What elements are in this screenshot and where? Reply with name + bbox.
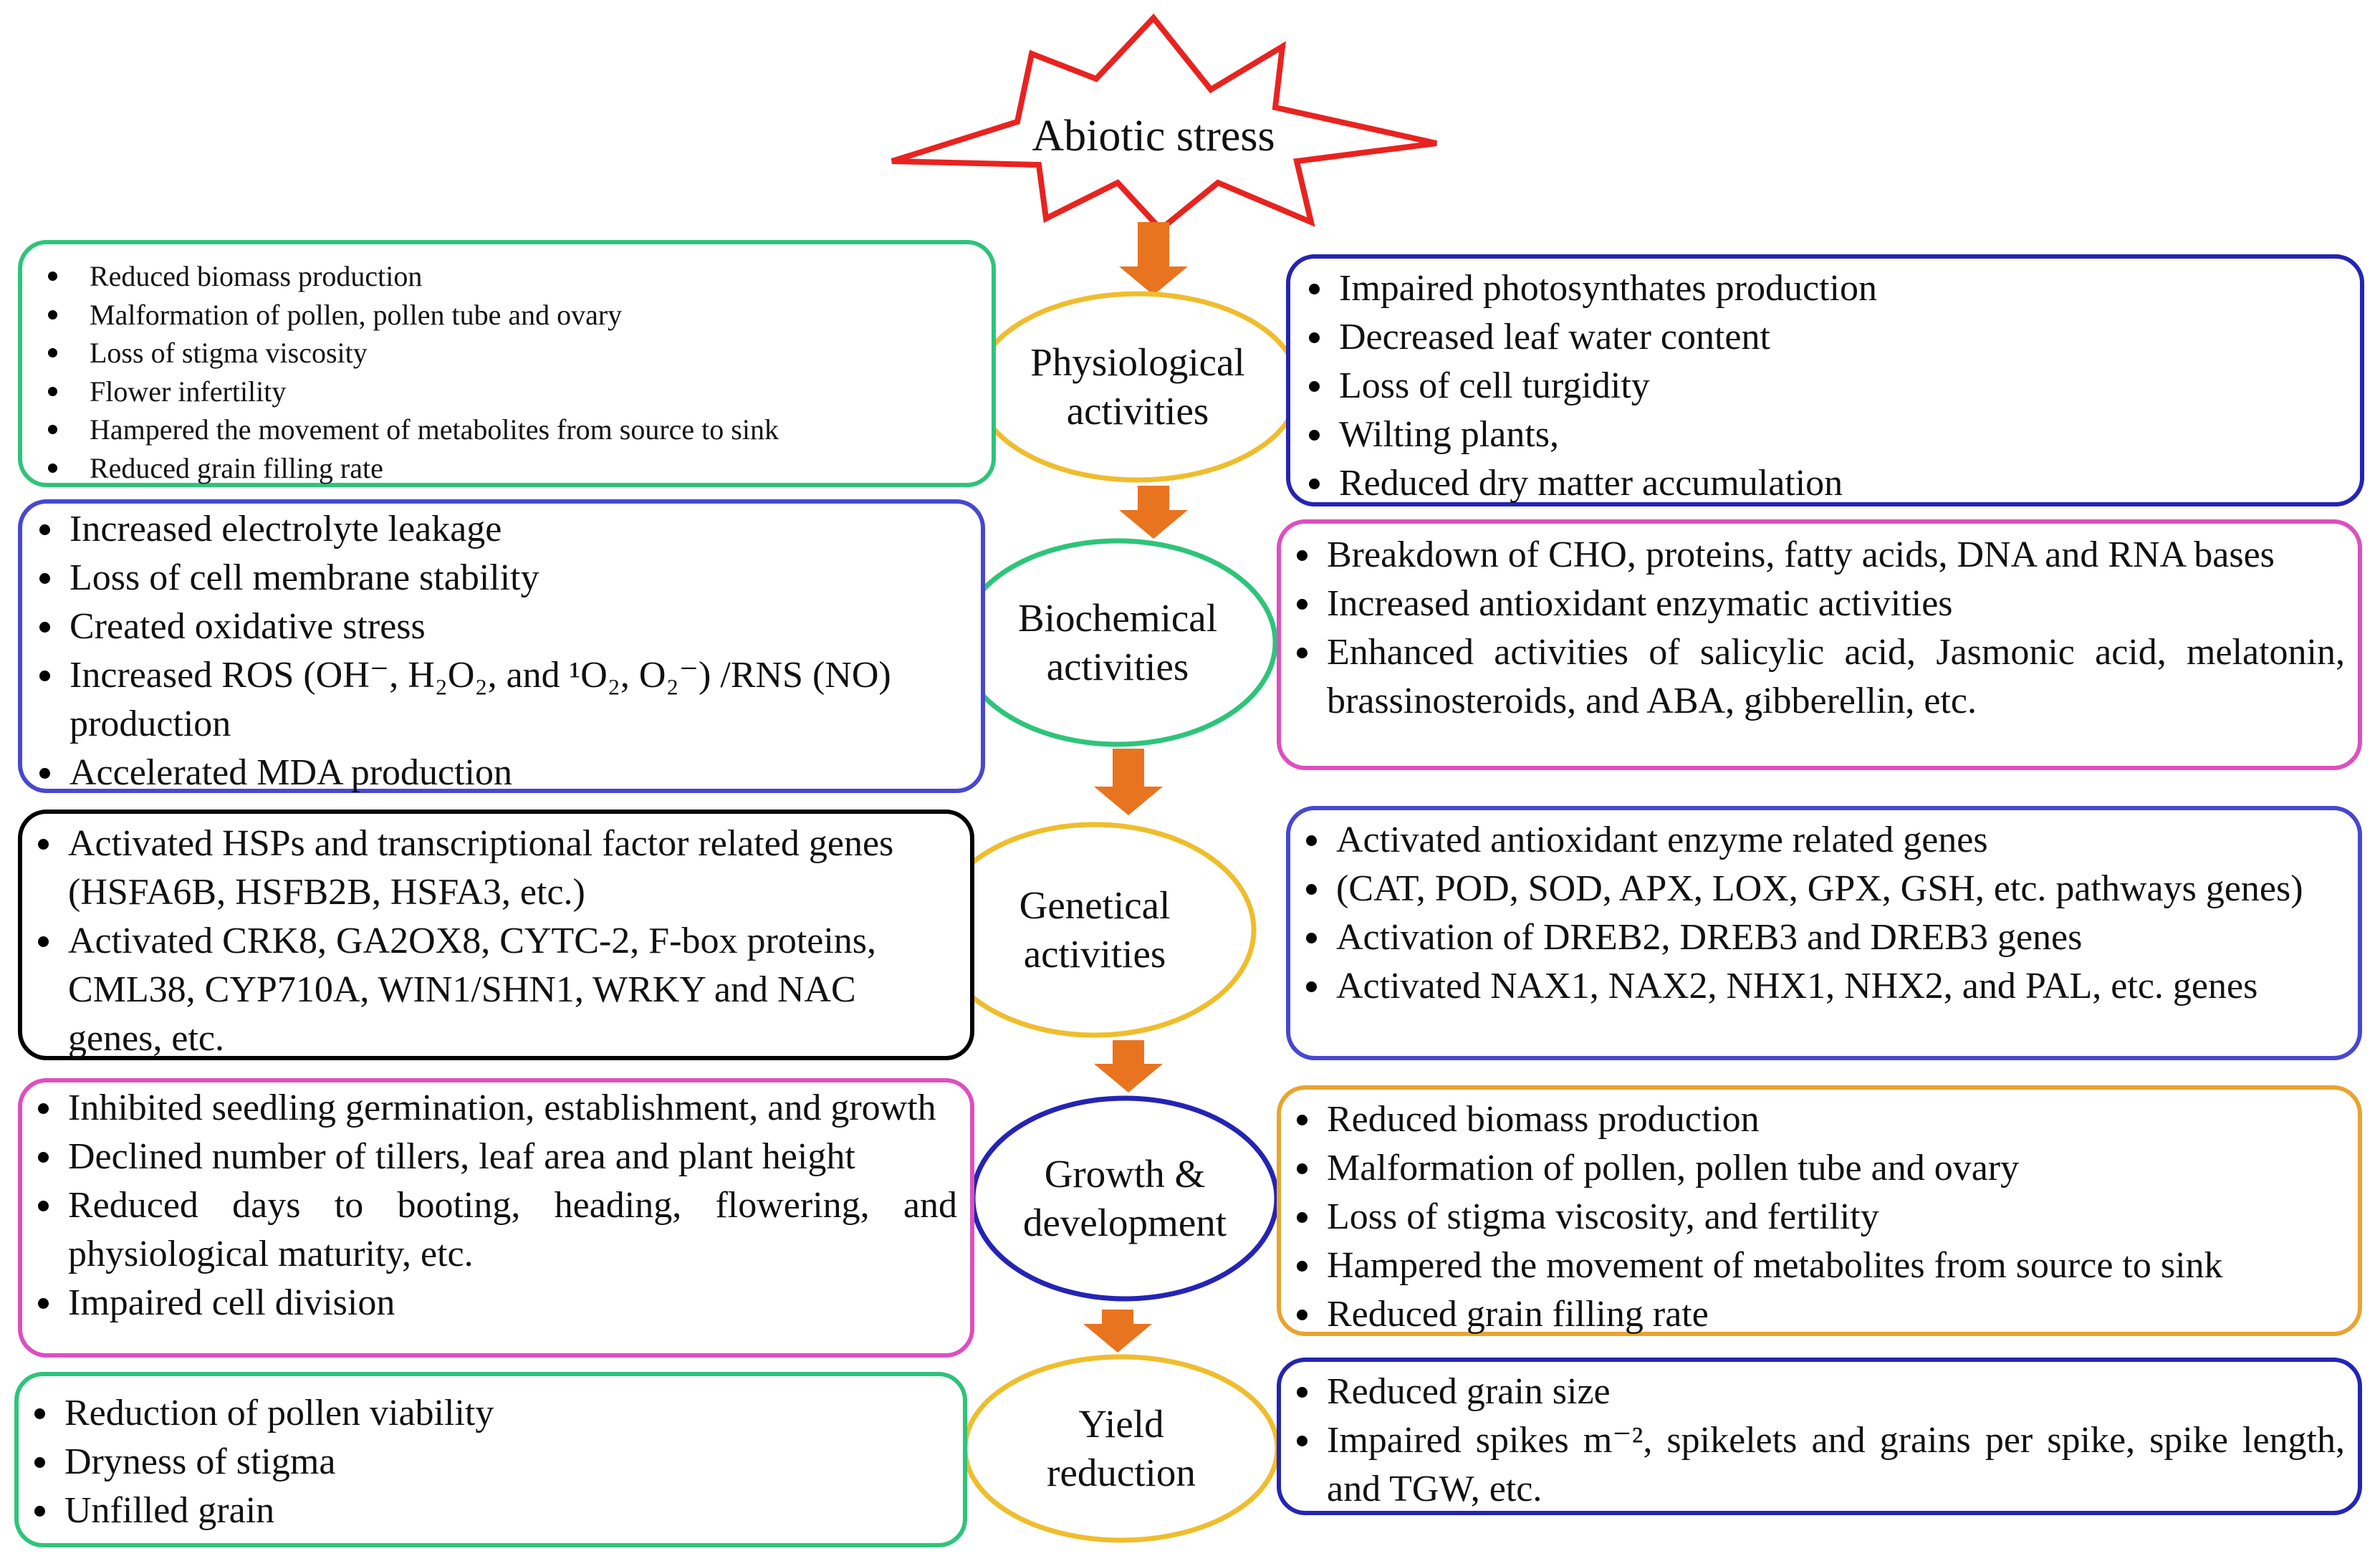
list-item: Activated antioxidant enzyme related gen… bbox=[1303, 816, 2345, 865]
list-item: Activated HSPs and transcriptional facto… bbox=[35, 820, 957, 917]
stage-label-physiological: Physiological activities bbox=[1030, 340, 1245, 433]
arrow-to-biochemical bbox=[1119, 486, 1188, 539]
list-item: Impaired spikes m⁻², spikelets and grain… bbox=[1294, 1416, 2345, 1514]
growth-left-list: Inhibited seedling germination, establis… bbox=[35, 1084, 957, 1327]
list-item: Activated CRK8, GA2OX8, CYTC-2, F-box pr… bbox=[35, 917, 957, 1063]
genetical-left-box: Activated HSPs and transcriptional facto… bbox=[18, 810, 974, 1060]
list-item: Impaired photosynthates production bbox=[1306, 264, 2346, 313]
arrow-to-yield bbox=[1083, 1310, 1152, 1353]
arrow-to-physiological bbox=[1119, 222, 1188, 295]
arrow-to-growth bbox=[1094, 1040, 1163, 1092]
growth-left-box: Inhibited seedling germination, establis… bbox=[18, 1078, 974, 1358]
list-item: Breakdown of CHO, proteins, fatty acids,… bbox=[1294, 531, 2345, 580]
genetical-left-list: Activated HSPs and transcriptional facto… bbox=[35, 820, 957, 1063]
list-item: Decreased leaf water content bbox=[1306, 313, 2346, 362]
list-item: Reduced grain filling rate bbox=[37, 449, 977, 488]
genetical-right-list: Activated antioxidant enzyme related gen… bbox=[1303, 816, 2345, 1011]
biochemical-right-list: Breakdown of CHO, proteins, fatty acids,… bbox=[1294, 531, 2345, 726]
list-item: Reduced grain size bbox=[1294, 1368, 2345, 1416]
stage-label-yield: Yield reduction bbox=[1047, 1402, 1196, 1494]
list-item: Flower infertility bbox=[37, 373, 977, 411]
genetical-right-box: Activated antioxidant enzyme related gen… bbox=[1286, 806, 2362, 1060]
biochemical-left-box: Increased electrolyte leakage Loss of ce… bbox=[18, 499, 985, 793]
list-item: Unfilled grain bbox=[32, 1486, 950, 1535]
list-item: Wilting plants, bbox=[1306, 410, 2346, 459]
list-item: Accelerated MDA production bbox=[37, 749, 966, 797]
stage-label-genetical: Genetical activities bbox=[1019, 883, 1171, 976]
list-item: Increased antioxidant enzymatic activiti… bbox=[1294, 580, 2345, 628]
list-item: Activation of DREB2, DREB3 and DREB3 gen… bbox=[1303, 913, 2345, 962]
list-item: Reduction of pollen viability bbox=[32, 1389, 950, 1438]
biochemical-right-box: Breakdown of CHO, proteins, fatty acids,… bbox=[1277, 519, 2362, 770]
list-item: Enhanced activities of salicylic acid, J… bbox=[1294, 628, 2345, 726]
list-item: Reduced dry matter accumulation bbox=[1306, 459, 2346, 508]
list-item: Impaired cell division bbox=[35, 1279, 957, 1327]
list-item: Malformation of pollen, pollen tube and … bbox=[37, 296, 977, 335]
list-item: Inhibited seedling germination, establis… bbox=[35, 1084, 957, 1133]
list-item: Declined number of tillers, leaf area an… bbox=[35, 1133, 957, 1181]
list-item: Loss of cell turgidity bbox=[1306, 362, 2346, 410]
arrow-to-genetical bbox=[1094, 749, 1163, 815]
list-item: Reduced grain filling rate bbox=[1294, 1290, 2345, 1339]
list-item: Hampered the movement of metabolites fro… bbox=[37, 410, 977, 449]
flow-arrows bbox=[1083, 222, 1188, 1353]
diagram-title: Abiotic stress bbox=[1032, 111, 1275, 160]
list-item: Created oxidative stress bbox=[37, 602, 966, 651]
list-item: Reduced biomass production bbox=[1294, 1095, 2345, 1144]
stage-label-growth: Growth & development bbox=[1022, 1152, 1227, 1244]
list-item: Malformation of pollen, pollen tube and … bbox=[1294, 1144, 2345, 1193]
stage-label-biochemical: Biochemical activities bbox=[1018, 596, 1217, 688]
list-item: Increased ROS (OH⁻, H₂O₂, and ¹O₂, O₂⁻) … bbox=[37, 651, 966, 749]
list-item: Reduced days to booting, heading, flower… bbox=[35, 1181, 957, 1279]
list-item: Loss of stigma viscosity bbox=[37, 334, 977, 373]
list-item: Hampered the movement of metabolites fro… bbox=[1294, 1241, 2345, 1290]
list-item: Increased electrolyte leakage bbox=[37, 505, 966, 554]
biochemical-left-list: Increased electrolyte leakage Loss of ce… bbox=[37, 505, 966, 797]
list-item: Loss of stigma viscosity, and fertility bbox=[1294, 1193, 2345, 1241]
list-item: Loss of cell membrane stability bbox=[37, 554, 966, 602]
list-item: Reduced biomass production bbox=[37, 257, 977, 296]
list-item: Dryness of stigma bbox=[32, 1438, 950, 1486]
list-item: Activated NAX1, NAX2, NHX1, NHX2, and PA… bbox=[1303, 962, 2345, 1011]
list-item: (CAT, POD, SOD, APX, LOX, GPX, GSH, etc.… bbox=[1303, 865, 2345, 913]
